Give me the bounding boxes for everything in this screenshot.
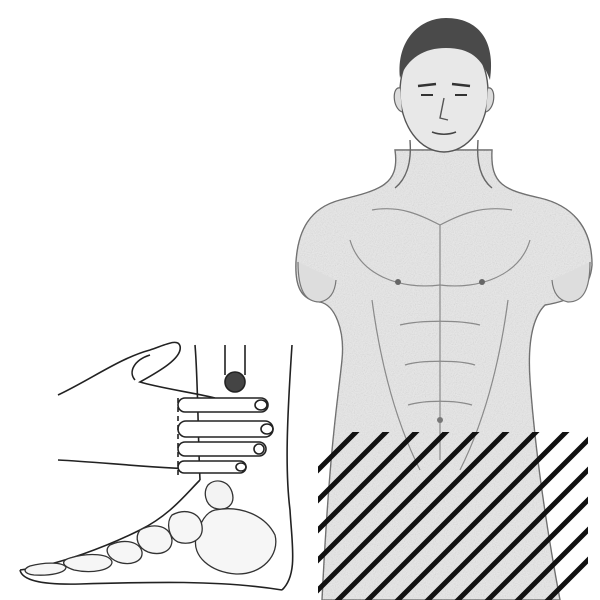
acupoint-marker [225, 372, 245, 392]
hand-outline [58, 342, 215, 398]
left-nipple [395, 279, 401, 285]
right-nipple [479, 279, 485, 285]
ankle-foot-illustration [20, 342, 293, 590]
thumb [132, 355, 150, 380]
head [394, 18, 494, 152]
navel [437, 417, 443, 423]
lower-leg-outline [282, 345, 293, 590]
fingers [178, 398, 273, 473]
tendon [225, 345, 245, 375]
